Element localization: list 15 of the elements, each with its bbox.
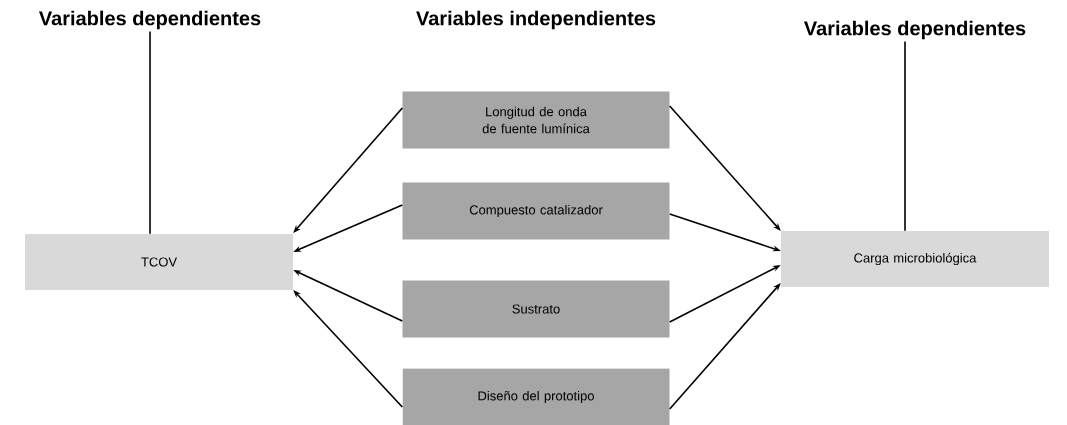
variable-box: TCOV [25,234,293,290]
connector-line [149,30,151,235]
arrow [668,105,781,231]
connector-line [904,40,906,232]
variable-box: Compuesto catalizador [402,182,670,240]
arrow [293,290,404,408]
variable-box: Carga microbiológica [781,231,1049,287]
arrow [293,107,404,233]
variable-box: Sustrato [402,280,670,338]
heading: Variables dependientes [804,20,1026,40]
heading: Variables independientes [416,10,656,30]
arrow [668,283,781,410]
variable-box: Longitud de onda de fuente lumínica [402,91,670,149]
variable-box: Diseño del prototipo [402,368,670,425]
heading: Variables dependientes [39,10,261,30]
